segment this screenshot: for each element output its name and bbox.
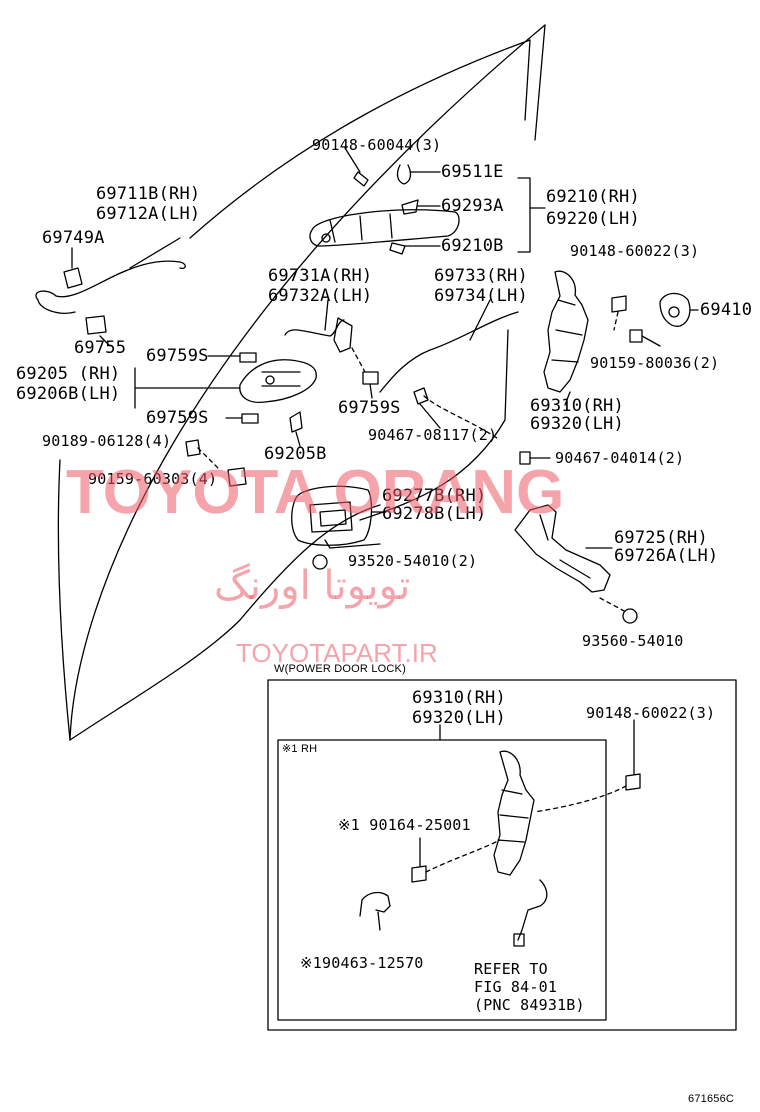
label-69759s-top: 69759S: [146, 346, 209, 366]
watermark-url: TOYOTAPART.IR: [236, 638, 438, 668]
label-69210b: 69210B: [441, 236, 504, 256]
label-69733-rh: 69733(RH): [434, 266, 528, 286]
label-69277b-rh: 69277B(RH): [382, 486, 487, 506]
label-inset-69310-rh: 69310(RH): [412, 688, 506, 708]
label-69220-lh: 69220(LH): [546, 209, 640, 229]
label-69725-rh: 69725(RH): [614, 528, 708, 548]
label-90189-06128: 90189-06128(4): [42, 432, 172, 450]
label-inset-90148-60022: 90148-60022(3): [586, 704, 716, 722]
door-outline: [69, 24, 546, 741]
rod-69731a: [284, 319, 345, 337]
figure-code: 671656C: [688, 1093, 735, 1105]
label-90159-60303: 90159-60303(4): [88, 470, 218, 488]
label-90467-04014: 90467-04014(2): [555, 449, 685, 467]
refer-line-3: (PNC 84931B): [474, 996, 585, 1014]
label-69206b-lh: 69206B(LH): [16, 384, 121, 404]
label-69205-rh: 69205 (RH): [16, 364, 121, 384]
label-90164-25001: ※1 90164-25001: [338, 816, 471, 834]
handle-bezel: [291, 485, 373, 546]
label-69731a-rh: 69731A(RH): [268, 266, 373, 286]
label-69711b-rh: 69711B(RH): [96, 184, 201, 204]
door-sash: [189, 39, 531, 239]
refer-line-2: FIG 84-01: [474, 978, 558, 996]
watermark-main: TOYOTA ORANG: [66, 458, 565, 527]
label-69205b: 69205B: [264, 444, 327, 464]
label-90467-08117: 90467-08117(2): [368, 426, 498, 444]
power-door-lock-inset: [267, 679, 737, 1031]
outside-handle: [309, 209, 460, 247]
label-69278b-lh: 69278B(LH): [382, 504, 487, 524]
watermark-persian: تویوتا اورنگ: [214, 563, 411, 609]
label-69755: 69755: [74, 338, 127, 358]
label-90463-12570: ※190463-12570: [300, 954, 424, 972]
label-93520-54010: 93520-54010(2): [348, 552, 478, 570]
door-front-edge: [57, 459, 71, 741]
label-93560-54010: 93560-54010: [582, 632, 684, 650]
label-69759s-right: 69759S: [338, 398, 401, 418]
label-90148-60022: 90148-60022(3): [570, 242, 700, 260]
refer-line-1: REFER TO: [474, 960, 548, 978]
bracket-69725: [514, 504, 611, 593]
inside-handle: [239, 359, 317, 404]
rod-69711b: [35, 260, 186, 301]
rh-note: ※1 RH: [282, 743, 318, 755]
rh-inset: [277, 739, 607, 1021]
label-69749a: 69749A: [42, 228, 105, 248]
label-69712a-lh: 69712A(LH): [96, 204, 201, 224]
label-69410: 69410: [700, 300, 753, 320]
label-69726a-lh: 69726A(LH): [614, 546, 719, 566]
label-inset-69320-lh: 69320(LH): [412, 708, 506, 728]
door-inner-edge: [69, 504, 381, 741]
door-frame-top: [534, 24, 546, 141]
label-90148-60044: 90148-60044(3): [312, 136, 442, 154]
label-90159-80036: 90159-80036(2): [590, 354, 720, 372]
label-69293a: 69293A: [441, 196, 504, 216]
label-69759s-bottom: 69759S: [146, 408, 209, 428]
label-69210-rh: 69210(RH): [546, 187, 640, 207]
label-69310-rh: 69310(RH): [530, 396, 624, 416]
label-69320-lh: 69320(LH): [530, 414, 624, 434]
label-69511e: 69511E: [441, 162, 504, 182]
label-69732a-lh: 69732A(LH): [268, 286, 373, 306]
rod-69733: [379, 311, 519, 393]
inset-door-lock: [493, 750, 535, 876]
striker-69410: [659, 292, 691, 327]
door-lock: [543, 270, 589, 393]
label-69734-lh: 69734(LH): [434, 286, 528, 306]
inset-title: W(POWER DOOR LOCK): [274, 663, 406, 675]
